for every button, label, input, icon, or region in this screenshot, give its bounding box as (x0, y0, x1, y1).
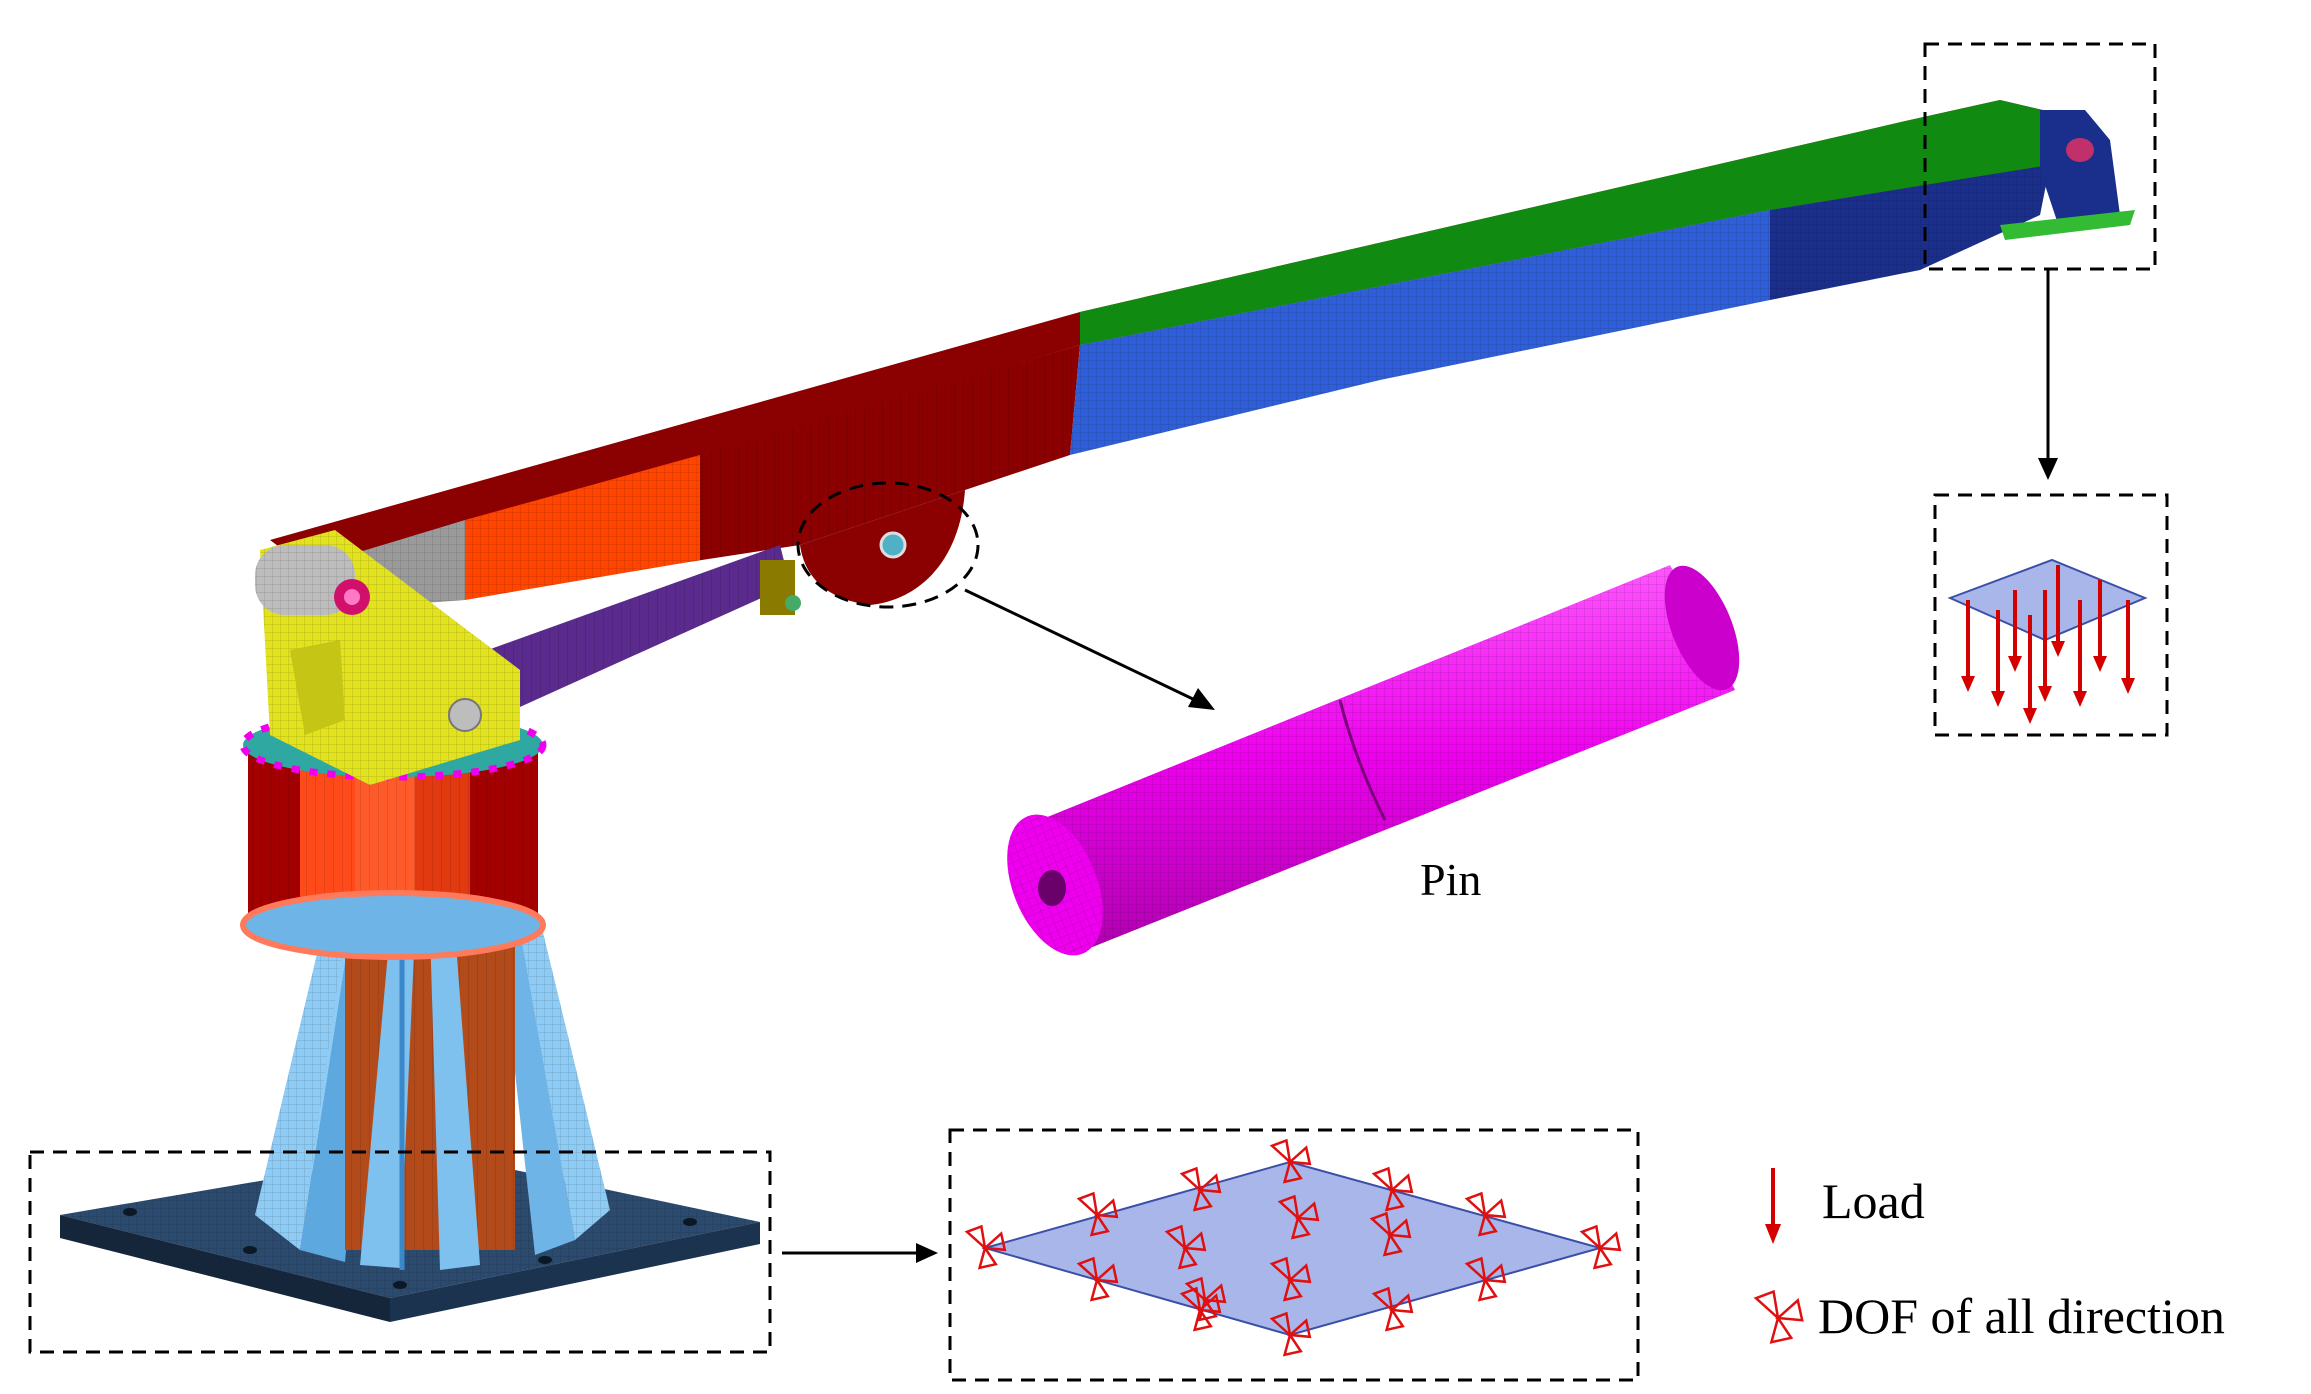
dof-constraint-symbols (964, 1138, 1622, 1357)
pin-callout-ellipse (796, 481, 980, 609)
slewing-yoke (255, 530, 520, 785)
load-plane-box (1933, 493, 2169, 737)
constraint-plane (981, 1160, 1604, 1337)
legend: Load DOF of all direction (1753, 1168, 2225, 1344)
dof-constraint-icon (1179, 1166, 1222, 1212)
dof-constraint-icon (1464, 1256, 1507, 1302)
base-callout-arrow (782, 1243, 938, 1263)
constraint-plane-box (948, 1128, 1640, 1382)
dof-constraint-icon (1464, 1191, 1507, 1237)
dof-legend-icon (1753, 1289, 1804, 1344)
column-lower-fins (255, 920, 610, 1270)
dof-constraint-icon (1184, 1276, 1227, 1322)
dof-constraint-icon (1269, 1256, 1312, 1302)
base-callout-box (28, 1150, 772, 1354)
dof-legend-label: DOF of all direction (1818, 1288, 2225, 1344)
dof-constraint-icon (1579, 1224, 1622, 1270)
pin-mesh-model (1007, 565, 1740, 956)
dof-constraint-icon (1753, 1289, 1804, 1344)
base-constraint-detail (28, 1128, 1640, 1382)
load-legend-label: Load (1822, 1173, 1925, 1229)
tip-callout-arrow (2038, 270, 2058, 480)
pin-detail: Pin (796, 481, 1740, 956)
pin-label: Pin (1420, 854, 1481, 905)
tip-load-detail (1923, 42, 2169, 737)
tip-callout-box (1923, 42, 2157, 271)
dof-constraint-icon (1277, 1194, 1320, 1240)
dof-constraint-icon (1371, 1166, 1414, 1212)
dof-constraint-icon (1269, 1311, 1312, 1357)
dof-constraint-icon (1269, 1138, 1312, 1184)
luffing-tube (460, 545, 801, 725)
dof-constraint-icon (1076, 1256, 1119, 1302)
load-legend-arrow-icon (1765, 1168, 1781, 1244)
boom-tip-clevis (2000, 110, 2135, 240)
pin-callout-arrow (964, 588, 1215, 710)
dof-constraint-icon (1076, 1191, 1119, 1237)
dof-constraint-icon (1164, 1224, 1207, 1270)
dof-constraint-icon (1371, 1286, 1414, 1332)
dof-constraint-icon (1369, 1211, 1412, 1257)
load-arrows (1961, 565, 2135, 724)
column-upper-drum (239, 709, 547, 960)
dof-constraint-icon (964, 1224, 1007, 1270)
load-plane (1947, 558, 2148, 642)
main-boom (270, 100, 2085, 610)
